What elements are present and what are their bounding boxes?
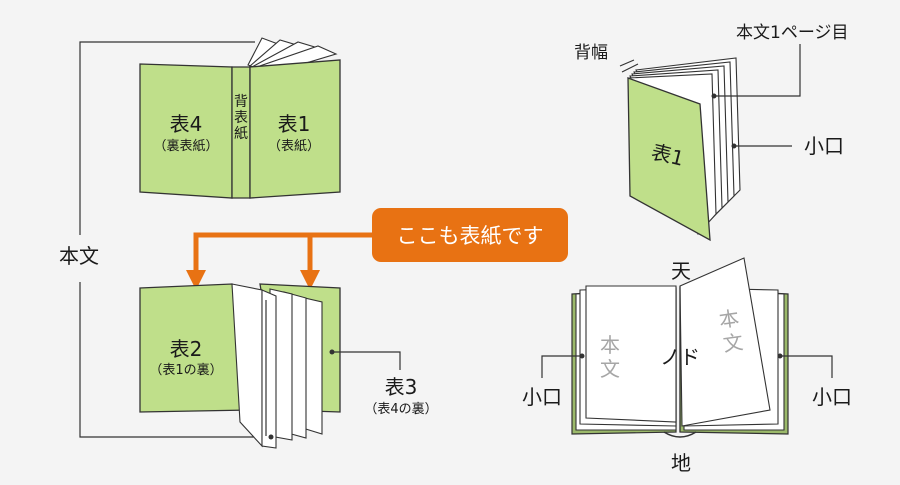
book-bottom-left bbox=[139, 283, 401, 449]
lifted-right-page bbox=[679, 257, 771, 427]
book-bottom-right bbox=[541, 257, 833, 438]
ghost-text-right-2: 文 bbox=[721, 330, 744, 357]
callout-badge bbox=[372, 208, 568, 262]
ghost-text-left-1: 本 bbox=[600, 333, 620, 357]
angled-cover-hyo1 bbox=[627, 77, 711, 242]
page-block-1 bbox=[231, 283, 263, 448]
hyo4-sub-label: （裏表紙） bbox=[153, 139, 218, 154]
left-page-top bbox=[585, 285, 677, 423]
nodo-label: ノド bbox=[660, 345, 700, 369]
chi-label: 地 bbox=[671, 451, 691, 475]
sebyoshi-char-1: 背 bbox=[234, 94, 248, 110]
hyo1-label: 表1 bbox=[278, 112, 311, 136]
spine-width-label: 背幅 bbox=[574, 43, 608, 63]
front-cover-hyo1 bbox=[249, 59, 341, 199]
koguchi-left-label: 小口 bbox=[522, 385, 562, 409]
callout-arrows bbox=[186, 232, 376, 290]
book-top-left bbox=[139, 37, 341, 199]
honbun-label: 本文 bbox=[59, 244, 99, 268]
ghost-text-right-1: 本 bbox=[717, 306, 740, 333]
sebyoshi-char-3: 紙 bbox=[234, 126, 248, 142]
hyo3-sub-label: （表4の裏） bbox=[364, 402, 437, 417]
ten-label: 天 bbox=[671, 259, 691, 283]
hyo3-label: 表3 bbox=[385, 375, 418, 399]
hyo2-sub-label: （表1の裏） bbox=[149, 363, 222, 378]
ghost-text-left-2: 文 bbox=[600, 357, 620, 381]
koguchi-top-label: 小口 bbox=[804, 134, 844, 158]
spine-width-marks bbox=[619, 59, 639, 73]
book-top-right bbox=[619, 44, 801, 242]
hyo2-label: 表2 bbox=[170, 337, 203, 361]
hyo1-sub-label: （表紙） bbox=[268, 139, 320, 154]
sebyoshi-char-2: 表 bbox=[234, 110, 248, 126]
hyo4-label: 表4 bbox=[170, 112, 203, 136]
honbun-bracket bbox=[79, 41, 270, 438]
callout-text: ここも表紙です bbox=[397, 224, 544, 248]
page-block-edge bbox=[261, 289, 277, 449]
koguchi-right-label: 小口 bbox=[812, 385, 852, 409]
first-page-label: 本文1ページ目 bbox=[736, 23, 848, 43]
